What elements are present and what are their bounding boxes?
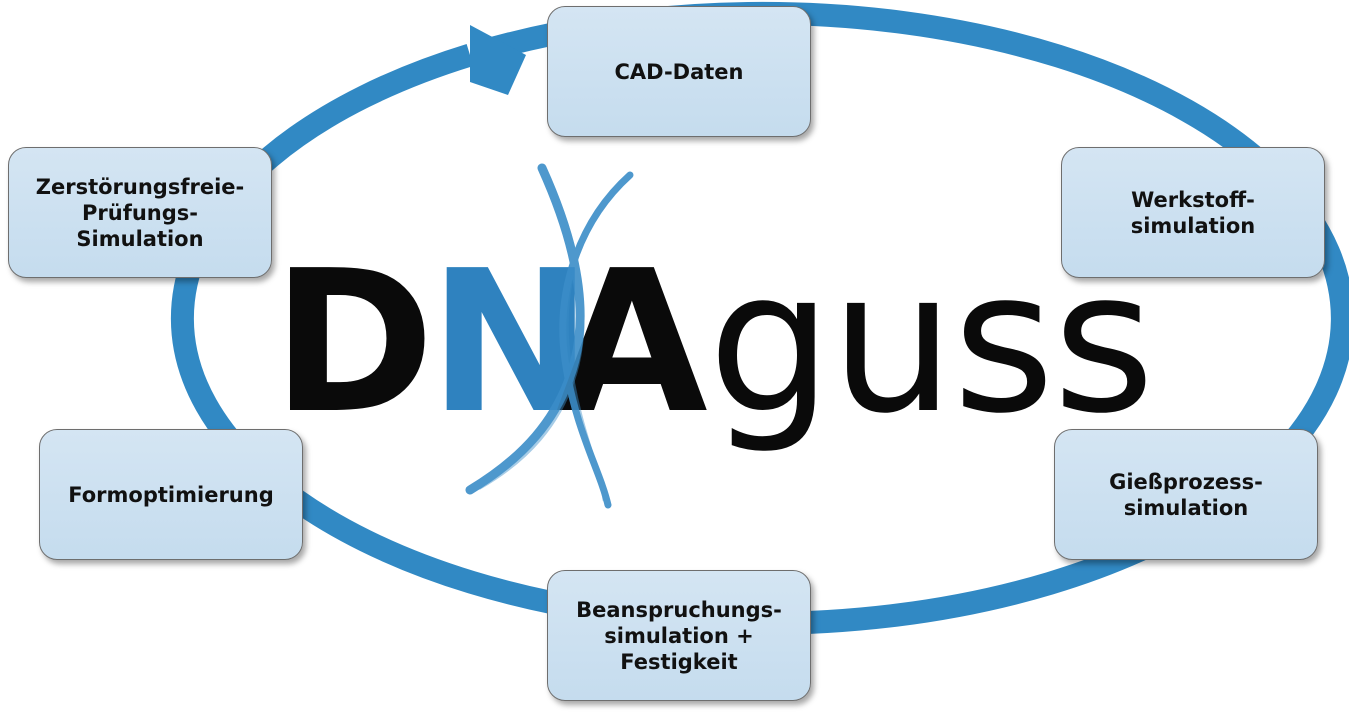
node-giessprozess-simulation: Gießprozess- simulation [1054, 429, 1318, 560]
cycle-ring-path [170, 1, 1349, 635]
logo-letter-a: A [556, 229, 708, 457]
node-cad-daten: CAD-Daten [547, 6, 811, 137]
logo-word-guss: guss [708, 229, 1155, 457]
node-werkstoff-simulation: Werkstoff- simulation [1061, 147, 1325, 278]
logo-dn: DN [272, 245, 593, 441]
node-zerstoerungsfreie-pruefung: Zerstörungsfreie- Prüfungs- Simulation [8, 147, 272, 278]
arrow-head-icon [470, 25, 526, 95]
node-formoptimierung: Formoptimierung [39, 429, 303, 560]
node-beanspruchungs-simulation: Beanspruchungs- simulation + Festigkeit [547, 570, 811, 701]
logo-letter-d: D [272, 229, 435, 457]
